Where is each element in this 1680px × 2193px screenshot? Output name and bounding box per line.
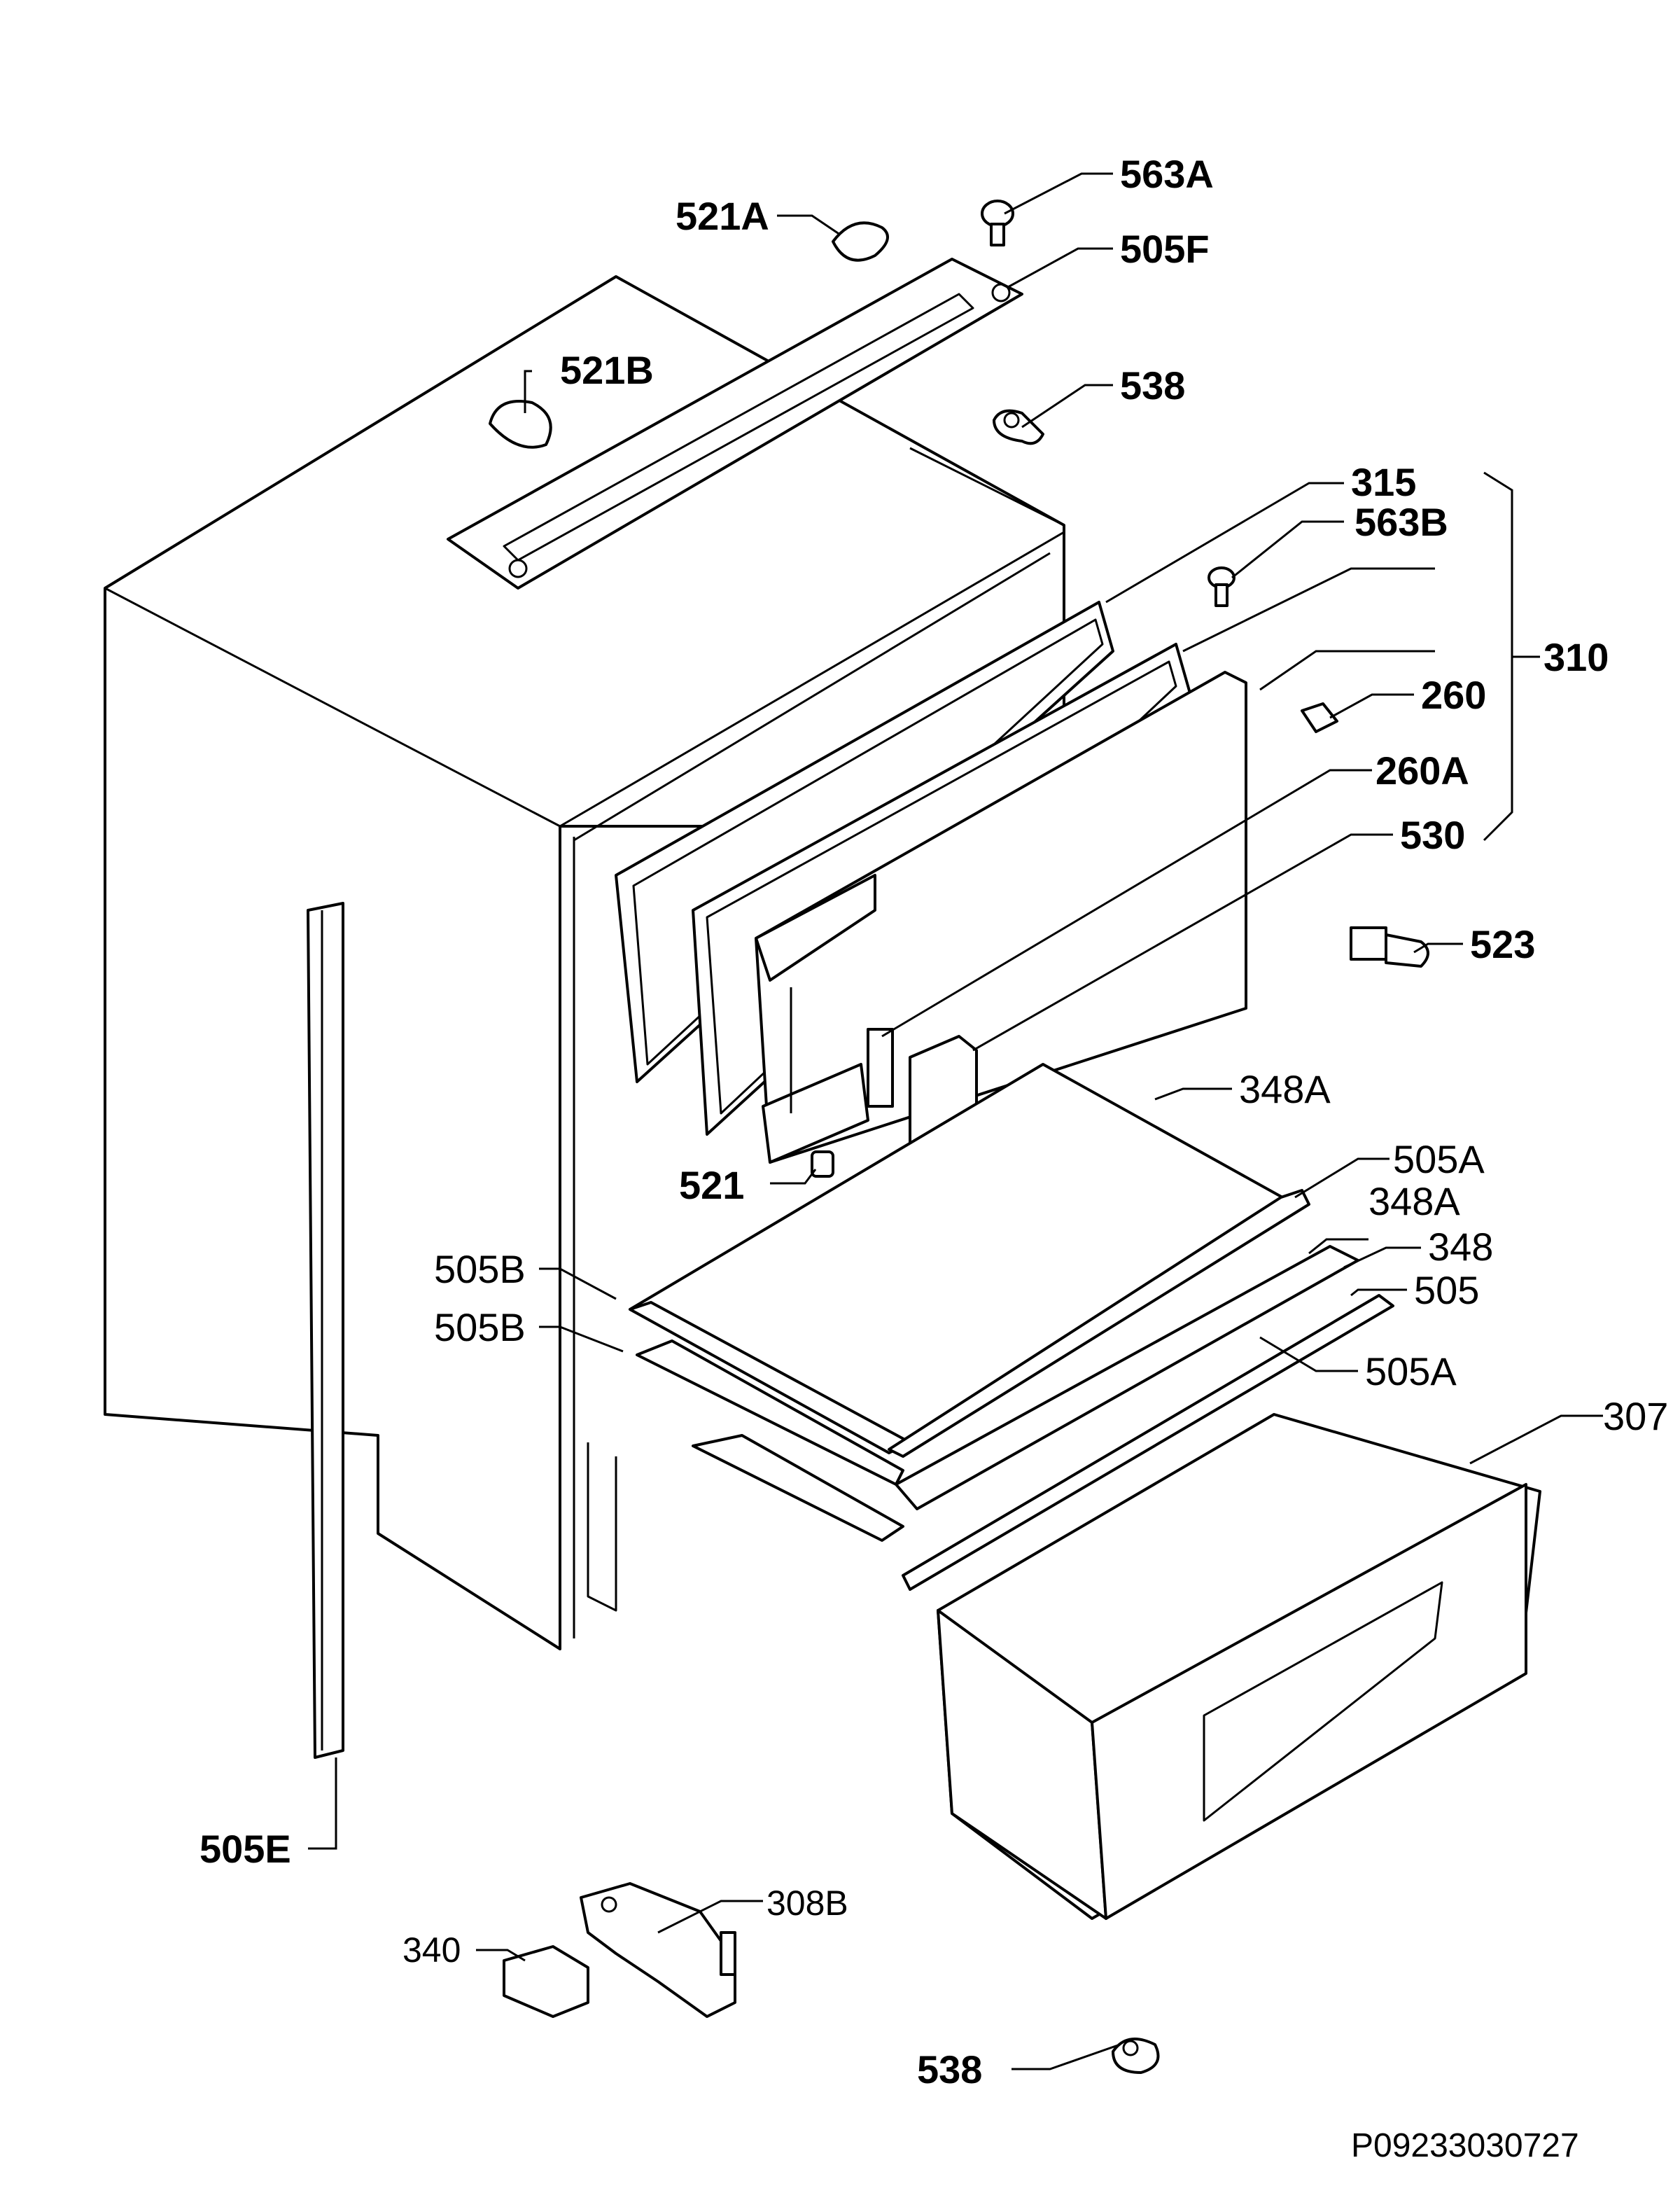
rail-505 [902,1294,1394,1591]
label-260: 260 [1421,673,1486,717]
label-505A-1: 505A [1393,1137,1485,1181]
door-seal-505E [307,902,344,1759]
label-505F: 505F [1120,227,1210,271]
label-307: 307 [1603,1394,1668,1438]
label-563B: 563B [1354,500,1448,544]
crisper-drawer-307 [937,1413,1541,1920]
label-505B-2: 505B [434,1305,526,1349]
label-521B: 521B [560,348,654,392]
cap-521B [489,400,552,449]
label-530: 530 [1400,813,1465,857]
label-348: 348 [1428,1225,1493,1269]
label-260A: 260A [1376,749,1469,793]
label-348A-2: 348A [1368,1179,1460,1223]
screw-563A [981,200,1014,246]
top-rail-505F [447,258,1023,590]
hinge-260A [867,1028,894,1108]
plug-523 [1350,926,1429,968]
label-308B: 308B [766,1884,848,1923]
label-538-top: 538 [1120,363,1185,408]
label-505E: 505E [200,1827,291,1871]
screw-563B [1208,566,1236,607]
label-505A-2: 505A [1365,1349,1457,1393]
label-340: 340 [402,1930,461,1970]
cap-521A [832,221,889,262]
label-521: 521 [679,1163,744,1207]
clip-260 [1301,702,1338,733]
label-523: 523 [1470,922,1535,966]
label-505: 505 [1414,1268,1479,1312]
label-538-bottom: 538 [917,2047,982,2091]
label-348A-1: 348A [1239,1067,1331,1111]
bearing-538-bottom [1112,2038,1160,2074]
glass-shelf-348A [629,1063,1310,1458]
bearing-538-top [993,409,1044,445]
callout-labels: 563A 521A 505F 521B 538 315 563B 310 260… [200,152,1668,2164]
document-id: P09233030727 [1351,2127,1579,2164]
hinge-308B [580,1882,736,2018]
label-505B-1: 505B [434,1247,526,1291]
label-315: 315 [1351,460,1416,504]
label-563A: 563A [1120,152,1214,196]
leader-lines [308,172,1603,2070]
clip-521 [811,1150,834,1178]
label-310: 310 [1544,635,1609,679]
cover-340 [503,1945,589,2018]
label-521A: 521A [676,194,769,238]
